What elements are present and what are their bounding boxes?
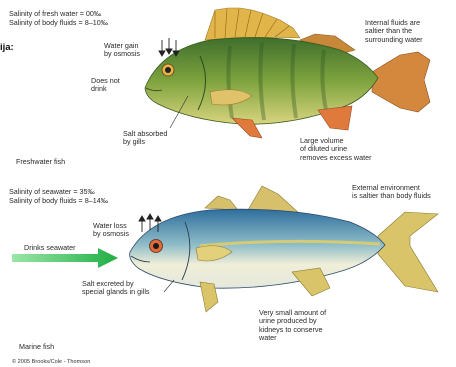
perch-tail-fin xyxy=(372,52,430,112)
salt-absorbed-label: Salt absorbed by gills xyxy=(123,130,167,147)
salt-excreted-label: Salt excreted by special glands in gills xyxy=(82,280,150,297)
external-environment-label: External environment is saltier than bod… xyxy=(352,184,431,201)
copyright-notice: © 2005 Brooks/Cole - Thomson xyxy=(12,358,90,366)
drinks-seawater-label: Drinks seawater xyxy=(24,244,76,252)
perch-dorsal-fin xyxy=(205,8,300,40)
marine-tail-fin xyxy=(378,212,438,292)
large-volume-label: Large volume of diluted urine removes ex… xyxy=(300,137,372,162)
marine-caption: Marine fish xyxy=(19,343,54,351)
internal-fluids-label: Internal fluids are saltier than the sur… xyxy=(365,19,423,44)
marine-dorsal-fin xyxy=(205,196,238,210)
freshwater-caption: Freshwater fish xyxy=(16,158,65,166)
water-gain-arrows xyxy=(159,38,179,56)
water-loss-arrows xyxy=(139,214,161,232)
water-gain-label: Water gain by osmosis xyxy=(104,42,140,59)
marine-fish-illustration xyxy=(130,186,438,312)
does-not-drink-label: Does not drink xyxy=(91,77,120,94)
perch-anal-fin xyxy=(318,106,352,130)
water-loss-label: Water loss by osmosis xyxy=(93,222,129,239)
marine-salinity-body: Salinity of body fluids = 8–14‰ xyxy=(9,197,108,205)
marine-body xyxy=(130,209,385,288)
marine-leader-lines xyxy=(164,280,174,292)
cut-off-label: ija: xyxy=(0,44,14,52)
small-urine-label: Very small amount of urine produced by k… xyxy=(259,309,326,343)
freshwater-salinity-body: Salinity of body fluids = 8–10‰ xyxy=(9,19,108,27)
